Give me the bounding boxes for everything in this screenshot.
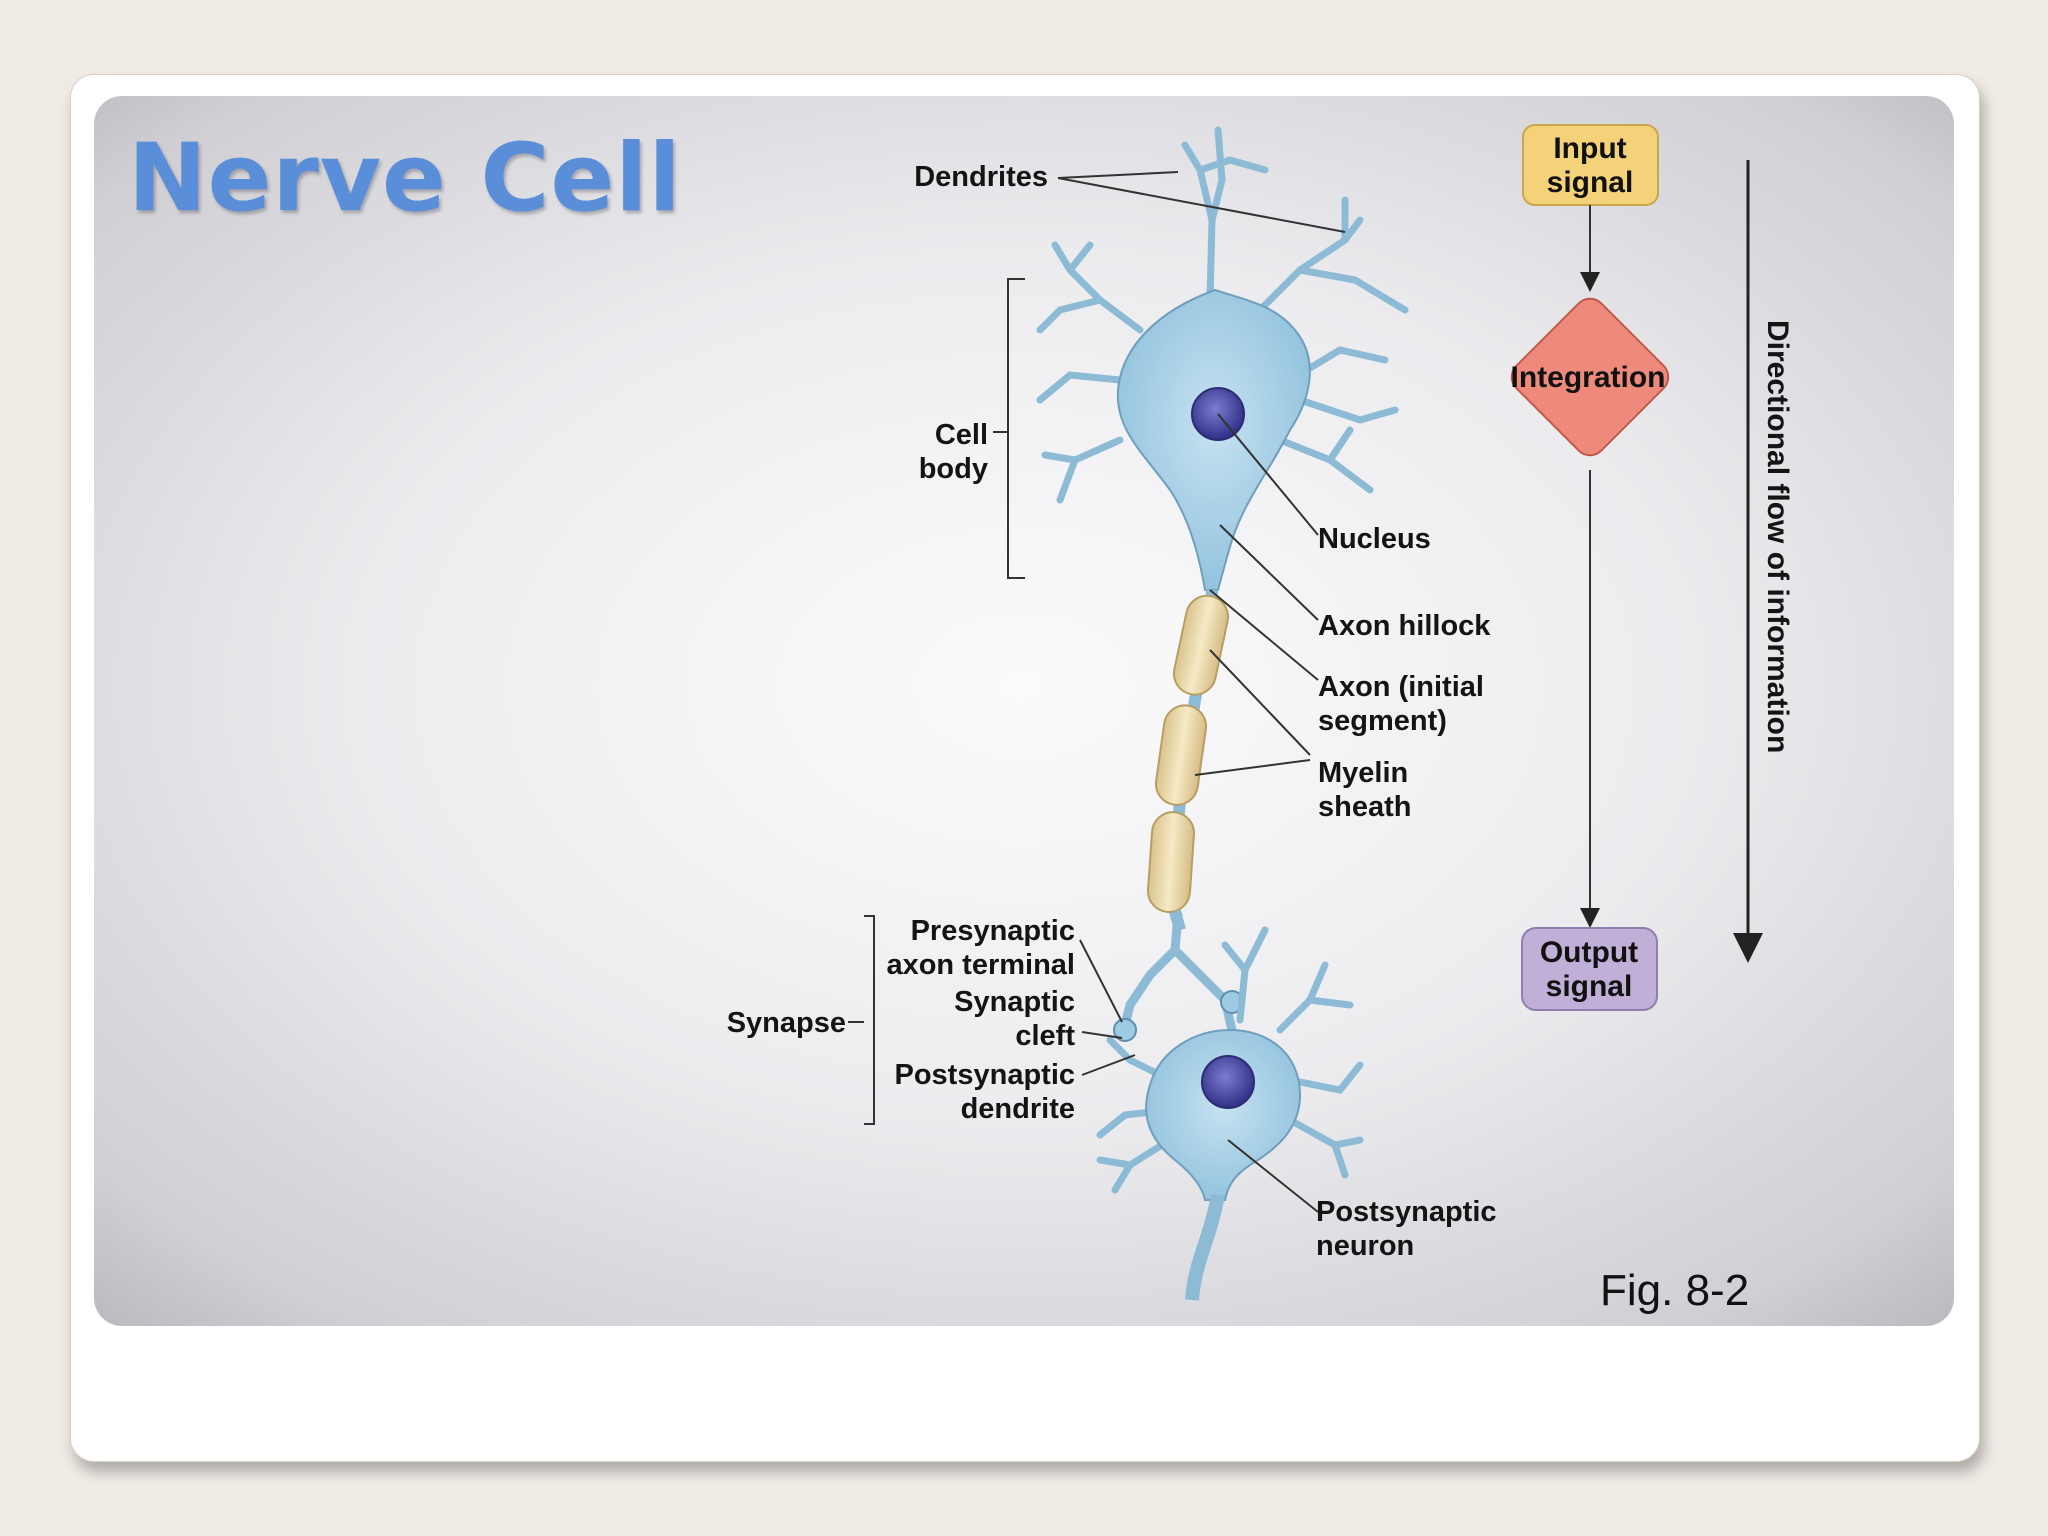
label-postsyn-dendrite-line1: Postsynaptic <box>895 1059 1076 1091</box>
label-postsyn-neuron-line2: neuron <box>1316 1230 1414 1262</box>
input-signal-line1: Input <box>1553 132 1626 165</box>
postsynaptic-neuron <box>1096 926 1364 1301</box>
upper-neuron <box>1036 126 1409 1042</box>
leader-lines <box>848 171 1346 1213</box>
label-cell-body-line2: body <box>919 453 988 485</box>
output-signal-line2: signal <box>1546 970 1633 1003</box>
direction-label: Directional flow of information <box>1761 320 1794 753</box>
label-myelin-line1: Myelin <box>1318 757 1408 789</box>
myelin-segment-1 <box>1172 594 1230 696</box>
label-synapse: Synapse <box>727 1007 846 1039</box>
label-nucleus: Nucleus <box>1318 523 1431 555</box>
label-myelin-line2: sheath <box>1318 791 1411 823</box>
label-presynaptic-line1: Presynaptic <box>911 915 1075 947</box>
figure-number: Fig. 8-2 <box>1600 1266 1749 1315</box>
terminal-bouton-1 <box>1113 1018 1137 1042</box>
label-dendrites: Dendrites <box>914 161 1048 193</box>
output-signal-line1: Output <box>1540 936 1638 969</box>
label-axon-hillock: Axon hillock <box>1318 610 1491 642</box>
label-postsyn-dendrite-line2: dendrite <box>961 1093 1075 1125</box>
flow-chart: Input signal Integration Output signal D… <box>1510 124 1794 1011</box>
myelin-segment-3 <box>1146 811 1196 913</box>
figure-panel <box>94 96 1954 1326</box>
axon-terminals <box>1120 910 1237 1035</box>
label-cleft-line2: cleft <box>1015 1020 1075 1052</box>
label-axon-initial-line2: segment) <box>1318 705 1447 737</box>
label-presynaptic-line2: axon terminal <box>886 949 1075 981</box>
myelin-segment-2 <box>1154 704 1208 806</box>
integration-diamond <box>1510 297 1670 457</box>
postsynaptic-nucleus <box>1201 1055 1255 1109</box>
label-postsyn-neuron-line1: Postsynaptic <box>1316 1196 1497 1228</box>
label-axon-initial-line1: Axon (initial <box>1318 671 1484 703</box>
input-signal-line2: signal <box>1547 166 1634 199</box>
output-signal-box <box>1521 927 1658 1011</box>
postsynaptic-axon <box>1185 1193 1225 1301</box>
integration-label: Integration <box>1511 361 1666 394</box>
dendrite-branches <box>1036 126 1409 504</box>
label-cleft-line1: Synaptic <box>954 986 1075 1018</box>
slide-title: Nerve Cell <box>128 124 682 233</box>
label-cell-body-line1: Cell <box>935 419 988 451</box>
